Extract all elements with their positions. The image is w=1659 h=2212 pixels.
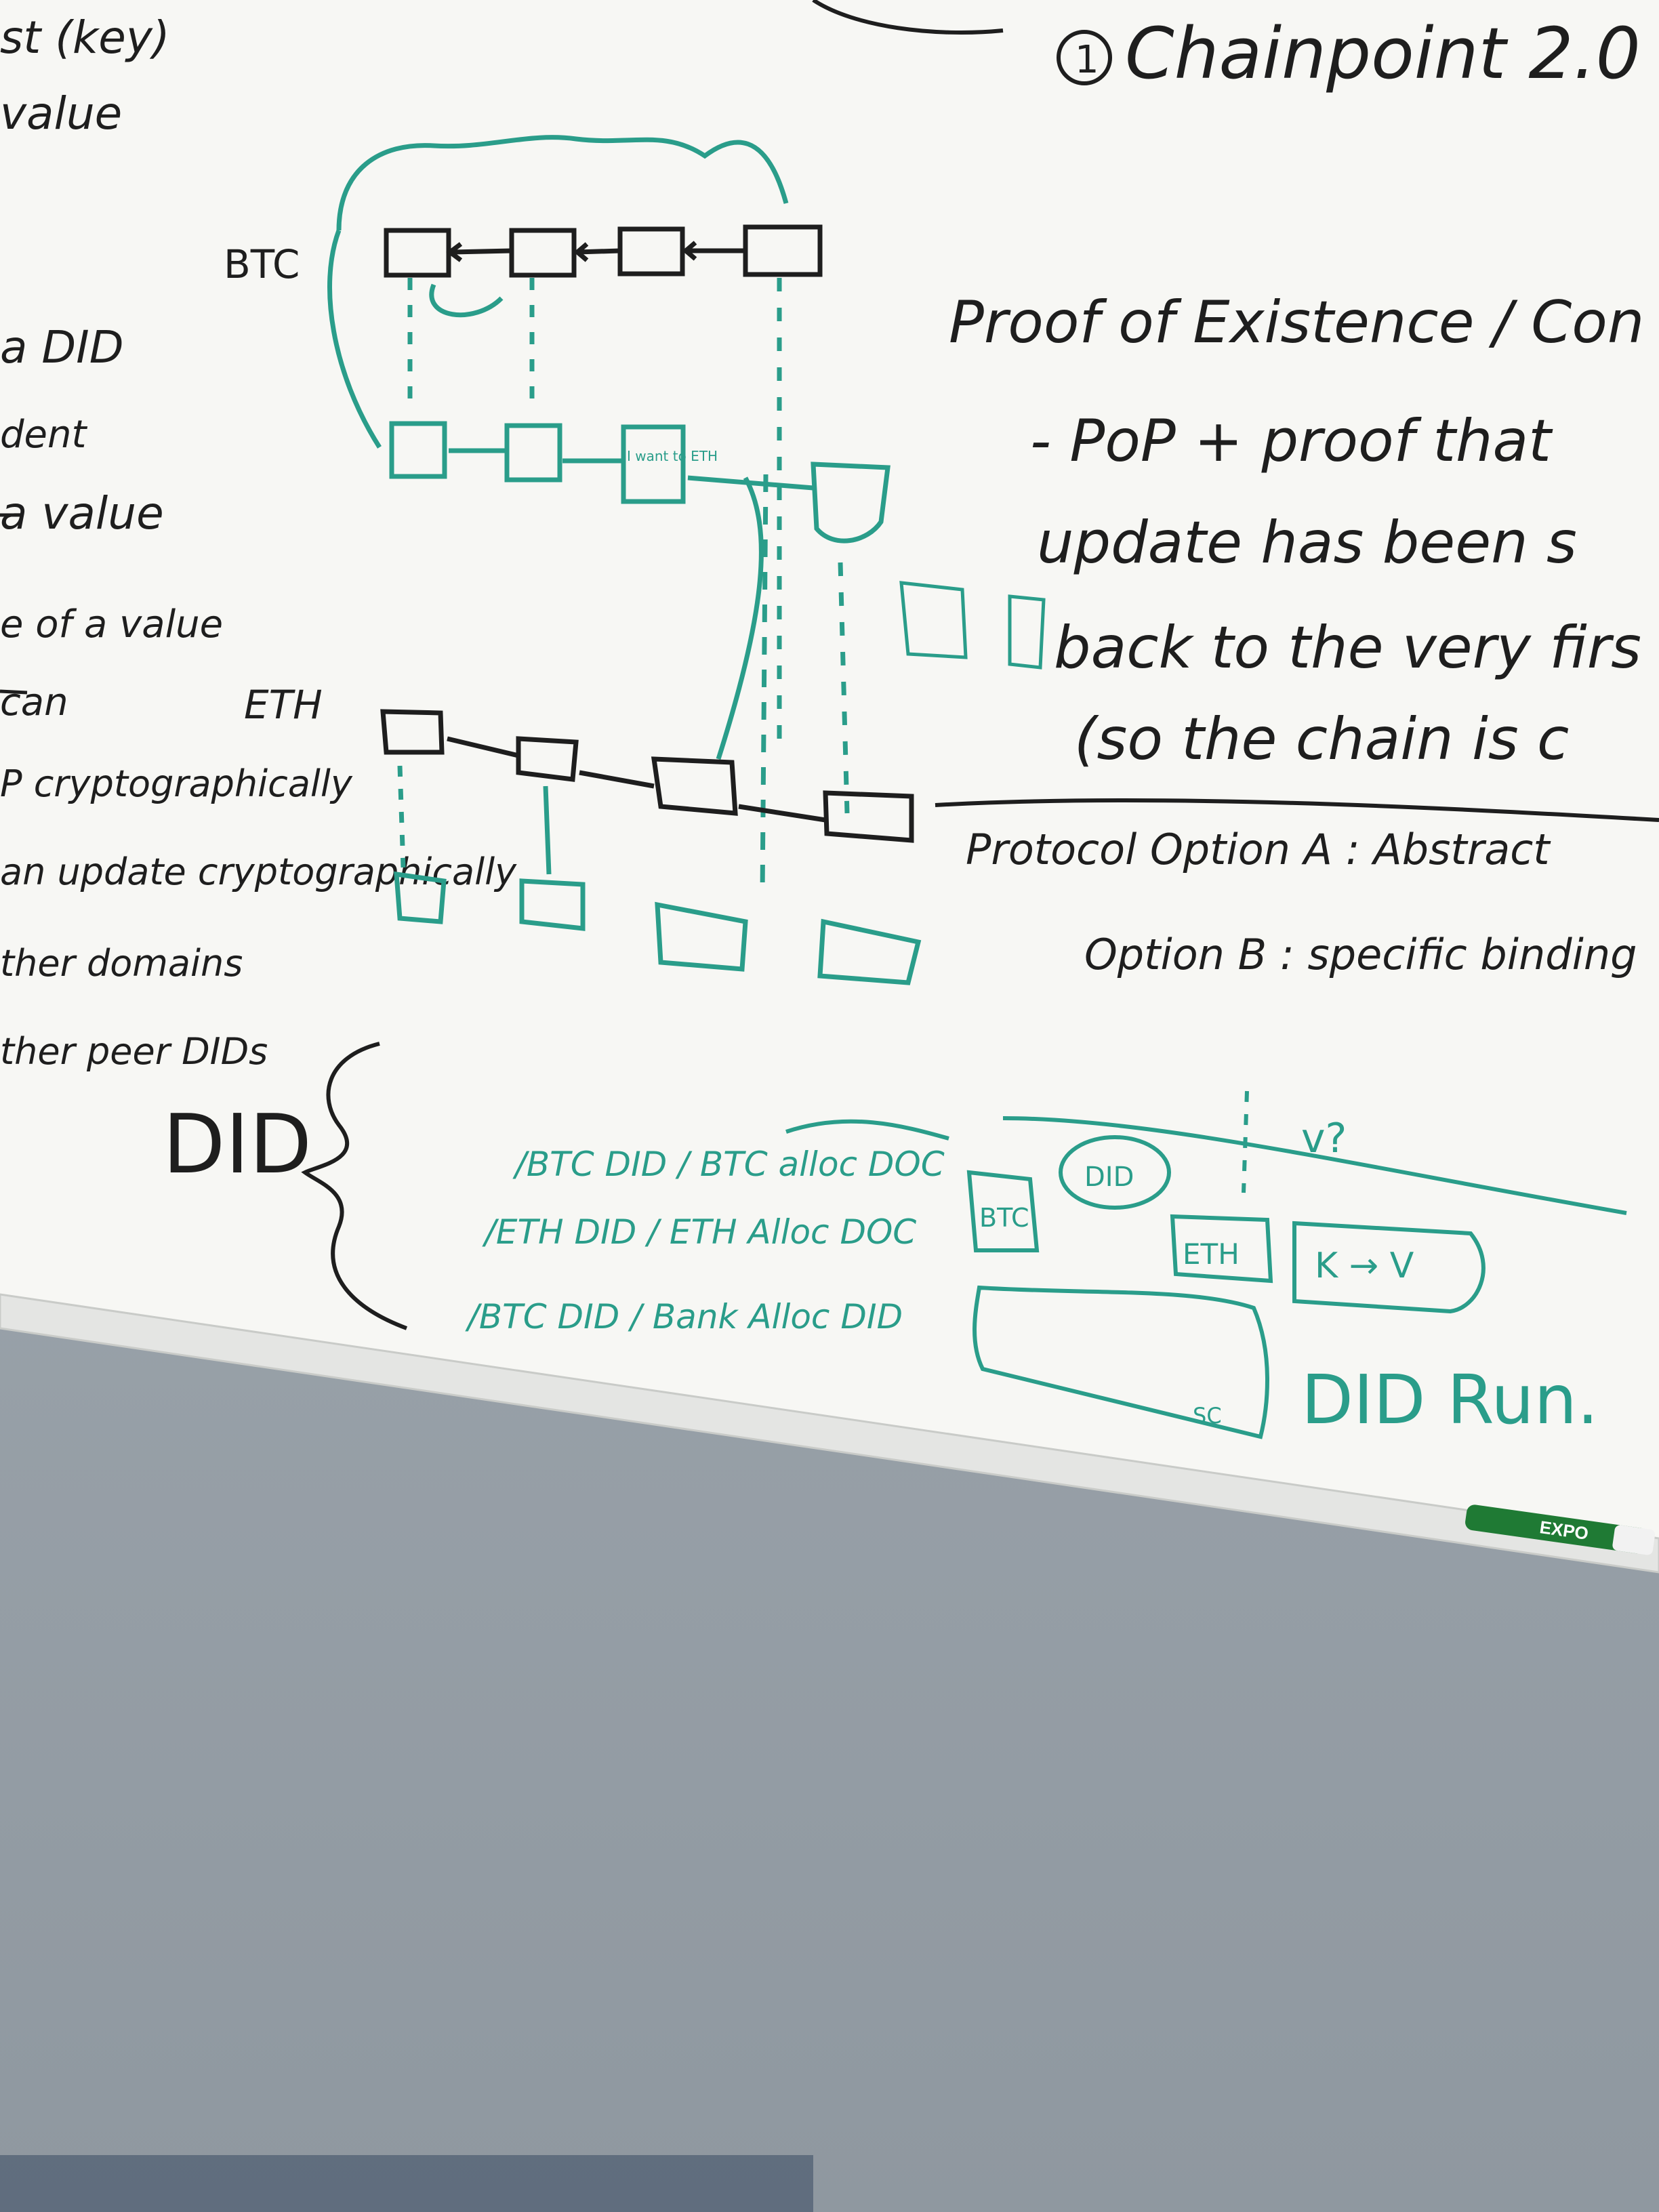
anchor-block: [811, 462, 890, 544]
chain-diagram: [327, 135, 1046, 985]
stack-version: v?: [1301, 1115, 1347, 1162]
did-entries: /BTC DID / BTC alloc DOC /ETH DID / ETH …: [465, 1145, 945, 1336]
brace: [301, 1042, 408, 1330]
kv-box: [1292, 1221, 1486, 1314]
note-line: can: [0, 680, 68, 724]
did-runtime-label: DID Run.: [1301, 1360, 1599, 1439]
top-curve: [812, 0, 1004, 35]
stack-eth: ETH: [1183, 1237, 1240, 1271]
note-line: st (key): [0, 12, 170, 64]
runtime-box: [972, 1285, 1269, 1439]
left-notes: st (key) value a DID dent a value e of a…: [0, 12, 517, 1192]
note-line: a DID: [0, 321, 124, 373]
eth-chain: [380, 709, 914, 843]
did-stack: [785, 1090, 1627, 1439]
right-notes: 1 Chainpoint 2.0 Proof of Existence / Co…: [812, 0, 1659, 979]
did-stack-labels: DID BTC ETH K → V SC v? DID Run.: [979, 1115, 1599, 1439]
note-line: ther domains: [0, 942, 243, 985]
did-entry: /BTC DID / BTC alloc DOC: [512, 1145, 945, 1184]
stack-kv: K → V: [1315, 1246, 1414, 1286]
title-number: 1: [1075, 38, 1099, 82]
chain-labels: BTC ETH: [224, 241, 323, 728]
line-chain: (so the chain is c: [1074, 705, 1569, 773]
did-bubble: [1059, 1135, 1171, 1210]
did-entry: /ETH DID / ETH Alloc DOC: [482, 1212, 916, 1252]
btc-chain: [384, 224, 823, 278]
number-circle: [1057, 30, 1112, 85]
whiteboard-tray: [0, 1293, 1659, 1574]
stack-btc: BTC: [979, 1203, 1029, 1233]
divider-line: [935, 798, 1659, 822]
note-line: dent: [0, 413, 87, 457]
line-back: back to the very firs: [1054, 614, 1641, 682]
note-line: ther peer DIDs: [0, 1030, 268, 1073]
did-label: DID: [163, 1098, 312, 1192]
mid-block-note: [621, 424, 686, 504]
box-note: I want to ETH: [627, 448, 718, 464]
note-line: e of a value: [0, 602, 223, 647]
chainpoint-title: Chainpoint 2.0: [1125, 12, 1641, 95]
stack-did: DID: [1084, 1162, 1134, 1193]
eth-box: [1170, 1214, 1273, 1284]
btc-box: [966, 1170, 1040, 1252]
btc-label: BTC: [224, 241, 300, 287]
did-entry: /BTC DID / Bank Alloc DID: [465, 1297, 903, 1336]
note-line: value: [0, 87, 122, 140]
note-line: a value: [0, 487, 164, 539]
line-update: update has been s: [1037, 509, 1577, 577]
eth-label: ETH: [244, 682, 323, 728]
note-line: P cryptographically: [0, 762, 353, 805]
left-dashes: [0, 513, 28, 695]
expo-marker: EXPO: [1465, 1504, 1656, 1555]
carpet-edge: [0, 2155, 813, 2212]
protocol-option-b: Option B : specific binding: [1084, 930, 1637, 979]
stack-sc: SC: [1193, 1403, 1222, 1429]
dashed-link: [1242, 1090, 1249, 1193]
line-pop: - PoP + proof that: [1030, 407, 1553, 475]
note-line: an update cryptographically: [0, 851, 517, 893]
line-proof-of-existence: Proof of Existence / Con: [949, 289, 1644, 356]
mid-block: [389, 421, 447, 479]
protocol-option-a: Protocol Option A : Abstract: [966, 825, 1551, 874]
whiteboard: [0, 0, 1659, 1538]
